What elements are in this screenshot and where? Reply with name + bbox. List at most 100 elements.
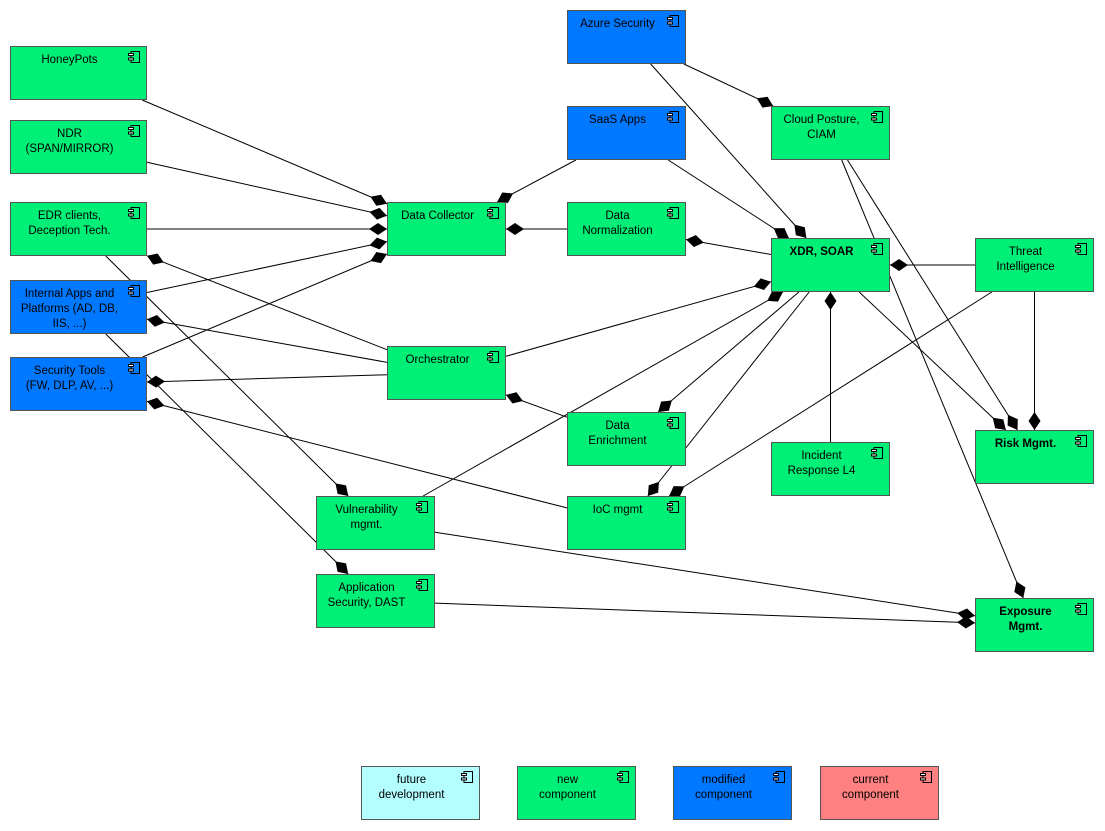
legend-modified-component: modified component [673,766,792,820]
diamond-end-saas_apps-data_collector [497,192,514,204]
connector-internal_apps-data_collector [146,241,388,293]
component-icon [920,771,932,783]
saas-apps-label: SaaS Apps [589,114,646,126]
component-icon [1075,243,1087,255]
cloud-posture-label: Cloud Posture, CIAM [783,114,860,141]
diamond-end-ndr-data_collector [369,207,387,220]
diamond-end-application_security-exposure_mgmt [957,616,975,629]
internal-apps-label: Internal Apps and Platforms (AD, DB, IIS… [20,288,119,330]
data-enrichment-component[interactable]: Data Enrichment [567,412,686,466]
application-security-label: Application Security, DAST [327,582,406,609]
security-tools-component[interactable]: Security Tools (FW, DLP, AV, ...) [10,357,147,411]
component-icon [667,417,679,429]
diamond-end-threat_intelligence-ioc_mgmt [669,486,685,497]
diamond-end-azure_security-cloud_posture [756,96,774,108]
diamond-end-cloud_posture-exposure_mgmt [1014,581,1026,598]
cloud-posture-component[interactable]: Cloud Posture, CIAM [771,106,890,160]
data-collector-component[interactable]: Data Collector [387,202,506,256]
ndr-label: NDR (SPAN/MIRROR) [25,128,114,155]
connector-vulnerability_mgmt-exposure_mgmt [434,531,976,617]
diamond-end-edr-data_collector [369,223,387,235]
legend-future-development: future development [361,766,480,820]
connector-ndr-data_collector [146,161,388,217]
component-icon [667,111,679,123]
ioc-mgmt-component[interactable]: IoC mgmt [567,496,686,550]
ndr-component[interactable]: NDR (SPAN/MIRROR) [10,120,147,174]
component-icon [667,207,679,219]
component-icon [128,362,140,374]
component-icon [617,771,629,783]
diamond-end-data_enrichment-orchestrator [506,392,523,404]
orchestrator-component[interactable]: Orchestrator [387,346,506,400]
connector-ioc_mgmt-security_tools [146,400,568,509]
risk-mgmt-component[interactable]: Risk Mgmt. [975,430,1094,484]
connector-security_tools-data_collector [142,253,388,358]
diamond-end-orchestrator-internal_apps [147,314,165,327]
diamond-end-orchestrator-xdr_soar [753,278,771,290]
diamond-end-edr-vulnerability_mgmt [335,483,349,496]
connector-xdr_soar-data_enrichment [657,291,800,413]
data-normalization-label: Data Normalization [582,210,653,237]
connector-azure_security-xdr_soar [650,63,807,239]
threat-intelligence-label: Threat Intelligence [996,246,1055,273]
component-icon [1075,603,1087,615]
azure-security-component[interactable]: Azure Security [567,10,686,64]
connector-cloud_posture-exposure_mgmt [841,159,1024,599]
connector-orchestrator-security_tools [146,374,388,383]
diamond-end-vulnerability_mgmt-xdr_soar [767,291,783,302]
legend-current-label: current component [842,774,899,801]
risk-mgmt-label: Risk Mgmt. [994,438,1057,450]
legend-future-label: future development [378,774,445,801]
exposure-mgmt-component[interactable]: Exposure Mgmt. [975,598,1094,652]
component-icon [871,243,883,255]
threat-intelligence-component[interactable]: Threat Intelligence [975,238,1094,292]
saas-apps-component[interactable]: SaaS Apps [567,106,686,160]
diamond-end-saas_apps-xdr_soar [773,228,789,239]
security-tools-label: Security Tools (FW, DLP, AV, ...) [25,365,114,392]
diamond-end-cloud_posture-risk_mgmt [1007,414,1018,430]
xdr-soar-component[interactable]: XDR, SOAR [771,238,890,292]
connector-vulnerability_mgmt-xdr_soar [422,291,784,497]
internal-apps-component[interactable]: Internal Apps and Platforms (AD, DB, IIS… [10,280,147,334]
ioc-mgmt-label: IoC mgmt [592,504,643,516]
data-enrichment-label: Data Enrichment [588,420,647,447]
component-icon [667,501,679,513]
application-security-component[interactable]: Application Security, DAST [316,574,435,628]
vulnerability-mgmt-component[interactable]: Vulnerability mgmt. [316,496,435,550]
component-icon [128,125,140,137]
incident-response-component[interactable]: Incident Response L4 [771,442,890,496]
vulnerability-mgmt-label: Vulnerability mgmt. [335,504,398,531]
connector-cloud_posture-risk_mgmt [847,159,1018,431]
connector-saas_apps-xdr_soar [667,159,790,239]
component-icon [128,285,140,297]
data-normalization-component[interactable]: Data Normalization [567,202,686,256]
honeypots-component[interactable]: HoneyPots [10,46,147,100]
diamond-end-data_normalization-data_collector [506,223,524,235]
connector-orchestrator-xdr_soar [505,281,772,357]
connector-xdr_soar-risk_mgmt [858,291,1007,431]
diamond-end-threat_intelligence-risk_mgmt [1028,412,1041,430]
component-icon [416,501,428,513]
diamond-end-azure_security-xdr_soar [794,224,807,238]
honeypots-label: HoneyPots [41,54,98,66]
diamond-end-xdr_soar-data_normalization [686,235,704,247]
connector-orchestrator-internal_apps [146,318,388,363]
component-icon [487,207,499,219]
connector-orchestrator-edr [146,255,388,351]
connector-application_security-exposure_mgmt [434,602,976,624]
edr-label: EDR clients, Deception Tech. [28,210,111,237]
xdr-soar-label: XDR, SOAR [789,246,854,258]
diamond-end-incident_response-xdr_soar [824,292,837,310]
diamond-end-security_tools-data_collector [370,252,387,264]
component-icon [416,579,428,591]
data-collector-label: Data Collector [401,210,474,222]
diamond-end-xdr_soar-risk_mgmt [992,417,1006,430]
legend-modified-label: modified component [695,774,752,801]
edr-component[interactable]: EDR clients, Deception Tech. [10,202,147,256]
component-icon [128,207,140,219]
legend-new-label: new component [539,774,596,801]
diamond-end-threat_intelligence-xdr_soar [890,259,908,271]
diamond-end-internal_apps-application_security [335,561,349,574]
diamond-end-honeypots-data_collector [370,194,387,206]
